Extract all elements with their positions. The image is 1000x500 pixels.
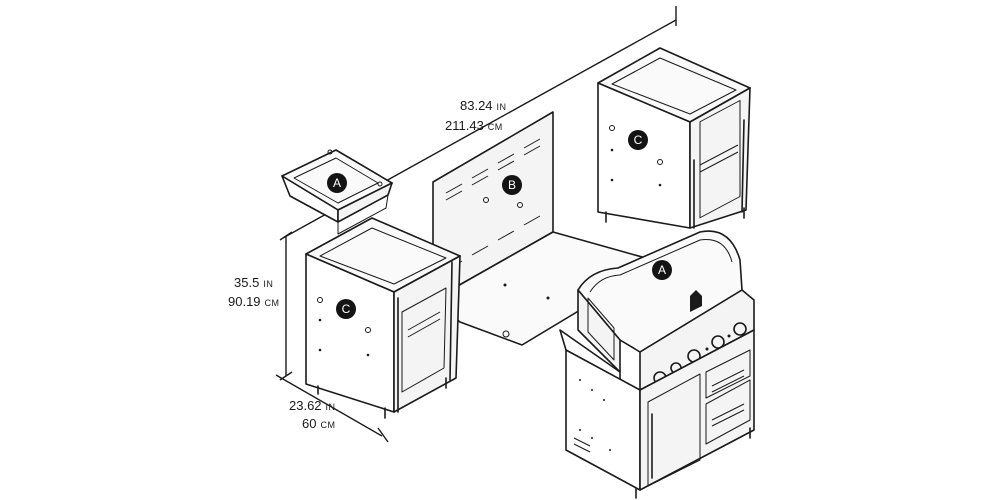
depth-cm-unit: CM [320, 420, 335, 430]
svg-text:35.5IN: 35.5 IN [234, 275, 273, 290]
height-dimension-label: 35.5 IN 90.19 CM [228, 275, 280, 309]
height-cm-unit: CM [265, 298, 280, 308]
badge-cabinet-right-letter: C [634, 133, 643, 147]
depth-cm-value: 60 [302, 416, 316, 431]
width-dimension-label: 83.24 IN 211.43 CM [445, 98, 507, 133]
width-cm-unit: CM [488, 122, 503, 132]
badge-grill-letter: A [658, 263, 666, 277]
width-inches-unit: IN [497, 102, 507, 112]
height-cm-value: 90.19 [228, 294, 261, 309]
badge-cabinet-right: C [628, 130, 648, 150]
width-inches-value: 83.24 [460, 98, 493, 113]
height-inches-value: 35.5 [234, 275, 259, 290]
height-inches-unit: IN [263, 279, 273, 289]
depth-inches-unit: IN [326, 402, 336, 412]
badge-cabinet-left-letter: C [342, 302, 351, 316]
cabinet-right [597, 47, 751, 229]
back-panel [432, 111, 661, 346]
badge-drop-in-letter: A [333, 176, 341, 190]
badge-drop-in: A [327, 173, 347, 193]
badge-back-panel-letter: B [508, 178, 516, 192]
grill-unit [559, 230, 755, 499]
depth-dimension-label: 23.62 IN 60 CM [289, 398, 336, 431]
badge-grill: A [652, 260, 672, 280]
badge-back-panel: B [502, 175, 522, 195]
badge-cabinet-left: C [336, 299, 356, 319]
height-dimension-line [279, 231, 293, 381]
depth-inches-value: 23.62 [289, 398, 322, 413]
width-cm-value: 211.43 [445, 118, 484, 133]
cabinet-left [305, 217, 461, 419]
depth-dimension-line [275, 374, 389, 443]
